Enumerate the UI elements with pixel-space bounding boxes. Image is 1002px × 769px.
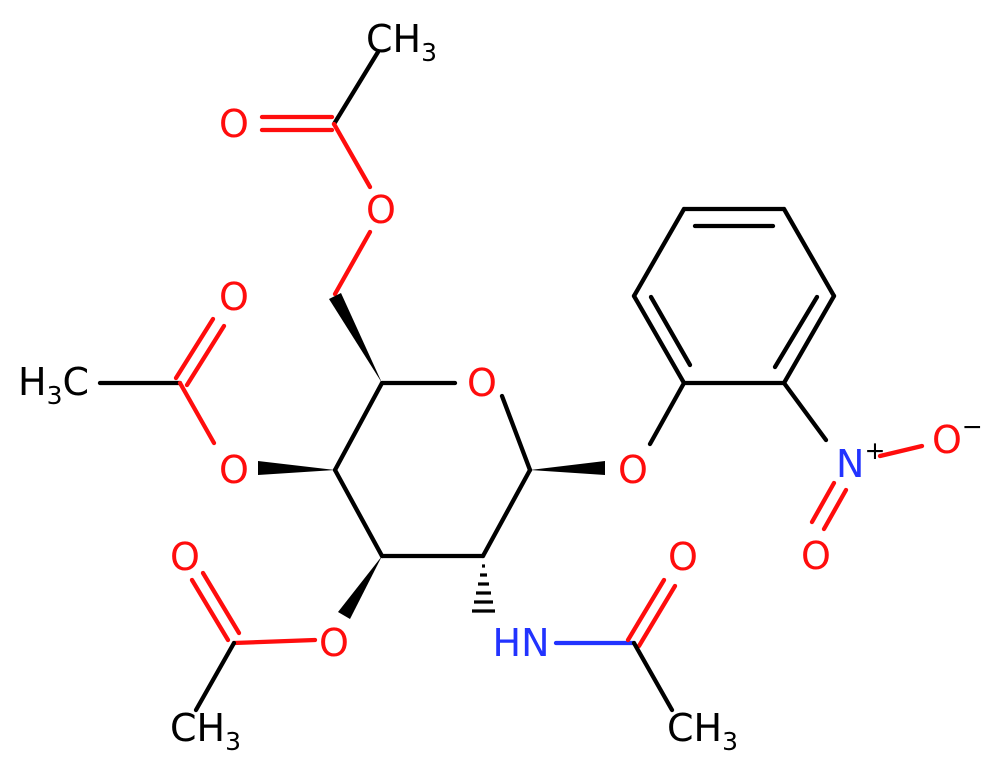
bond-n-ominus xyxy=(877,443,925,459)
bond-carbonyl-bottom-double-a xyxy=(189,577,231,643)
bond-carbonyl-bottom-double-b xyxy=(200,570,242,636)
wedge-c1-o xyxy=(530,461,605,475)
bond-oring-c1 xyxy=(499,393,533,473)
wedge-c5-ch2 xyxy=(329,293,382,383)
atom-n-plus: N+ xyxy=(836,436,885,486)
bond-carbonyl-ester-top xyxy=(331,121,373,190)
atom-o-glycosidic: O xyxy=(618,448,648,492)
atom-ch3-top: CH3 xyxy=(366,17,437,67)
bond-ar-4 xyxy=(781,206,837,299)
wedge-c4-o xyxy=(258,461,335,475)
atom-o-carbonyl-top: O xyxy=(219,102,249,146)
atom-ch3-bottom-left: CH3 xyxy=(170,706,241,756)
bond-ar-5 xyxy=(781,293,837,386)
wedge-c3-o xyxy=(338,556,382,619)
atom-ch3-amide: CH3 xyxy=(667,706,738,756)
hash-c2-n xyxy=(472,564,495,613)
atom-o-nitro: O xyxy=(801,534,831,578)
atom-o-ester-bottom: O xyxy=(319,621,349,665)
bond-ar-2 xyxy=(631,206,687,299)
bonds xyxy=(97,49,925,713)
bond-carbonyl-left-double-b xyxy=(184,323,227,388)
bond-amide-ch3 xyxy=(631,640,675,713)
bond-ester-bottom-carbonyl xyxy=(231,637,318,646)
bond-n-o-double-b xyxy=(821,487,849,532)
bond-carbonyl-left-double-a xyxy=(173,316,216,381)
bond-c1-c2 xyxy=(480,467,533,559)
bond-c4-c5 xyxy=(332,380,385,473)
bond-ar-5-inner xyxy=(772,294,820,370)
bond-ch3-carbonyl-top xyxy=(331,49,381,127)
bond-ester-o-ch2 xyxy=(332,229,373,297)
atom-h3c-left: H3C xyxy=(18,360,89,410)
atom-o-ester-left: O xyxy=(219,448,249,492)
bond-carbonyl-bottom-ch3 xyxy=(193,640,237,713)
atom-labels: CH3 O O O H3C O O O N+ O− O O O CH3 HN O… xyxy=(18,17,983,756)
atom-o-carbonyl-amide: O xyxy=(668,535,698,579)
bond-amide-double-a xyxy=(625,577,667,643)
bond-ar-n xyxy=(781,380,829,443)
bond-amide-double-b xyxy=(636,583,678,649)
bond-ar-1 xyxy=(631,293,687,386)
bond-ar-1-inner xyxy=(648,294,693,368)
bond-c3-c4 xyxy=(332,467,385,559)
atom-o-carbonyl-bottom-left: O xyxy=(170,535,200,579)
atom-o-minus: O− xyxy=(932,412,983,462)
atom-o-ester-top: O xyxy=(366,188,396,232)
atom-o-carbonyl-left: O xyxy=(219,275,249,319)
atom-o-ring: O xyxy=(467,361,497,405)
bond-o-aryl xyxy=(647,380,687,447)
bond-n-o-double-a xyxy=(809,480,837,525)
atom-nh: HN xyxy=(493,621,550,665)
bond-carbonyl-ester-left xyxy=(177,380,217,446)
